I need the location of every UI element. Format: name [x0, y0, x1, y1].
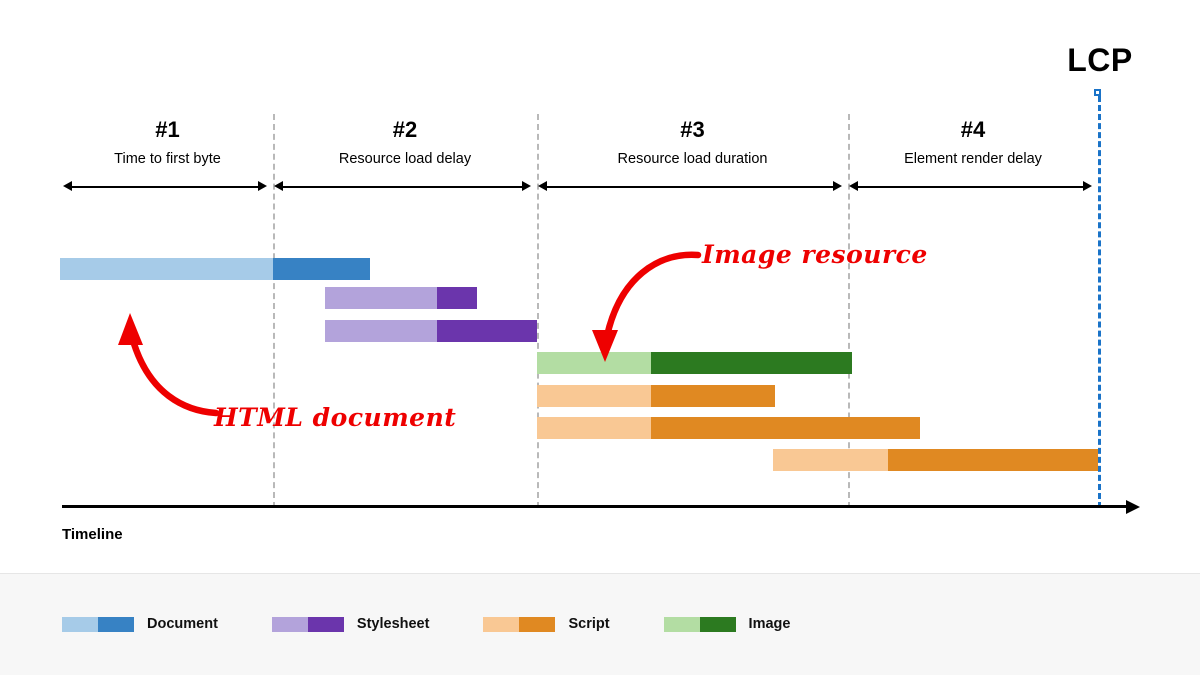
phase-name-1: Time to first byte	[114, 151, 221, 168]
phase-name-3: Resource load duration	[617, 151, 768, 168]
legend-swatch-document-icon	[62, 616, 134, 632]
phase-name-2: Resource load delay	[338, 151, 472, 168]
bar-segment-transfer	[651, 352, 852, 374]
phase-divider-3	[848, 114, 850, 508]
bar-segment-transfer	[273, 258, 370, 280]
legend-item-list: Document Stylesheet Script Image	[62, 616, 844, 632]
bar-segment-wait	[325, 287, 437, 309]
legend-item-image[interactable]: Image	[663, 616, 791, 632]
arrowhead-left-icon	[538, 181, 547, 191]
legend-label-document: Document	[147, 616, 218, 632]
legend-label-script: Script	[568, 616, 610, 632]
arrow-shaft	[69, 186, 261, 188]
legend-swatch-light	[483, 616, 520, 632]
legend-item-stylesheet[interactable]: Stylesheet	[271, 616, 430, 632]
lcp-vertical-line	[1098, 96, 1101, 508]
arrowhead-right-icon	[833, 181, 842, 191]
legend-swatch-light	[271, 616, 308, 632]
legend-swatch-light	[663, 616, 700, 632]
arrowhead-right-icon	[1083, 181, 1092, 191]
legend-swatch-script-icon	[483, 616, 556, 632]
bar-segment-wait	[537, 385, 651, 407]
arrowhead-left-icon	[63, 181, 72, 191]
annotation-image-resource: Image resource	[702, 240, 928, 269]
waterfall-bar-script-7	[773, 449, 1098, 471]
phase-number-3: #3	[680, 117, 705, 142]
arrowhead-left-icon	[274, 181, 283, 191]
legend-label-image: Image	[748, 616, 791, 632]
waterfall-bar-script-5	[537, 385, 775, 407]
bar-segment-transfer	[651, 385, 775, 407]
bar-segment-transfer	[437, 287, 477, 309]
legend-panel: Document Stylesheet Script Image	[0, 573, 1200, 675]
lcp-marker-cap-icon	[1094, 89, 1101, 96]
bar-segment-wait	[773, 449, 888, 471]
timeline-axis	[62, 505, 1130, 508]
arrowhead-left-icon	[849, 181, 858, 191]
annotation-arrow-image-resource	[592, 251, 702, 362]
arrow-shaft	[280, 186, 525, 188]
legend-swatch-dark	[699, 616, 736, 632]
phase-divider-2	[537, 114, 539, 508]
waterfall-bar-document-1	[60, 258, 370, 280]
bar-segment-transfer	[888, 449, 1098, 471]
legend-swatch-dark	[98, 616, 134, 632]
legend-item-document[interactable]: Document	[62, 616, 218, 632]
phase-number-2: #2	[392, 117, 418, 142]
waterfall-bar-stylesheet-3	[325, 320, 537, 342]
legend-swatch-light	[62, 616, 98, 632]
arrowhead-right-icon	[258, 181, 267, 191]
annotation-html-document: HTML document	[214, 403, 457, 432]
phase-divider-1	[273, 114, 275, 508]
phase-measure-arrow-1	[63, 181, 267, 192]
legend-item-script[interactable]: Script	[483, 616, 610, 632]
bar-segment-transfer	[651, 417, 920, 439]
legend-swatch-dark	[519, 616, 556, 632]
phase-measure-arrow-3	[538, 181, 842, 192]
bar-segment-wait	[537, 352, 651, 374]
timeline-axis-label: Timeline	[62, 526, 123, 543]
phase-measure-arrow-2	[274, 181, 531, 192]
bar-segment-transfer	[437, 320, 537, 342]
bar-segment-wait	[325, 320, 437, 342]
phase-number-1: #1	[155, 117, 180, 142]
legend-swatch-stylesheet-icon	[271, 616, 344, 632]
legend-swatch-image-icon	[663, 616, 736, 632]
phase-name-4: Element render delay	[904, 151, 1042, 168]
arrowhead-right-icon	[522, 181, 531, 191]
waterfall-bar-image-4	[537, 352, 852, 374]
lcp-label: LCP	[1067, 42, 1133, 78]
timeline-axis-arrowhead-icon	[1126, 499, 1140, 514]
bar-segment-wait	[537, 417, 651, 439]
waterfall-bar-script-6	[537, 417, 920, 439]
legend-label-stylesheet: Stylesheet	[356, 616, 430, 632]
arrow-shaft	[855, 186, 1086, 188]
phase-number-4: #4	[960, 117, 986, 142]
bar-segment-wait	[60, 258, 273, 280]
phase-measure-arrow-4	[849, 181, 1092, 192]
arrow-shaft	[544, 186, 836, 188]
waterfall-bar-stylesheet-2	[325, 287, 477, 309]
legend-swatch-dark	[307, 616, 344, 632]
